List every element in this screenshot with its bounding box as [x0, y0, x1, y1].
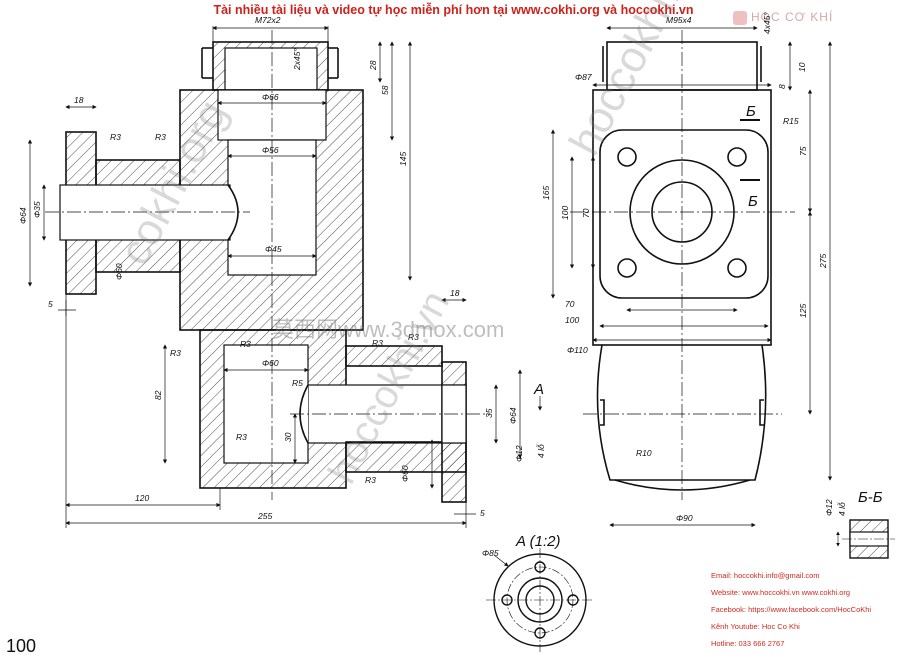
dim-70-v: 70: [581, 208, 591, 218]
view-label-a: A (1:2): [515, 533, 560, 550]
dim-chamfer-top: 2x45°: [292, 48, 302, 71]
cut-mark-top: Б: [746, 103, 756, 120]
contact-email: Email: hoccokhi.info@gmail.com: [711, 571, 820, 580]
dim-100-h: 100: [565, 315, 579, 325]
dim-10: 10: [797, 62, 807, 72]
dimension-texts: M72x2 2x45° Φ66 Φ56 Φ45 Φ60 Φ60 Φ60 Φ64 …: [18, 12, 883, 558]
dim-r15: R15: [783, 116, 799, 126]
dim-r3-e: R3: [372, 338, 383, 348]
dim-75: 75: [798, 146, 808, 156]
square-flange: [599, 129, 769, 299]
dim-35-right: 35: [484, 408, 494, 418]
dim-m95: M95x4: [666, 15, 692, 25]
dim-120: 120: [135, 493, 149, 503]
dim-section-4-holes: 4 lỗ: [837, 502, 847, 516]
dim-100-v: 100: [560, 206, 570, 220]
dim-18-left: 18: [74, 95, 84, 105]
contact-facebook: Facebook: https://www.facebook.com/HocCo…: [711, 605, 872, 614]
dim-r10: R10: [636, 448, 652, 458]
dim-165: 165: [541, 186, 551, 200]
dim-d85: Φ85: [482, 548, 499, 558]
dim-18-right: 18: [450, 288, 460, 298]
side-view: [570, 30, 795, 500]
dim-d64-left: Φ64: [18, 207, 28, 224]
dim-d64-right: Φ64: [508, 407, 518, 424]
page-number: 100: [6, 636, 37, 656]
dim-m72: M72x2: [255, 15, 281, 25]
dim-r3-g: R3: [236, 432, 247, 442]
dim-r5: R5: [292, 378, 303, 388]
dim-r3-b: R3: [155, 132, 166, 142]
section-label-bb: Б-Б: [858, 489, 883, 506]
dim-r3-h: R3: [365, 475, 376, 485]
arrow-label-a: A: [533, 381, 544, 398]
dim-4-holes: 4 lỗ: [536, 444, 546, 458]
dim-d87: Φ87: [575, 72, 592, 82]
dim-5-left: 5: [48, 299, 53, 309]
dim-58: 58: [380, 85, 390, 95]
dim-chamfer-side: 4x45°: [762, 12, 772, 34]
watermark-3dmox: 莫西网www.3dmox.com: [272, 317, 505, 342]
detail-view-a: [486, 548, 594, 652]
dim-275: 275: [818, 254, 828, 269]
dim-125: 125: [798, 304, 808, 318]
side-dimension-lines: [550, 25, 833, 528]
dim-d66: Φ66: [262, 92, 279, 102]
dim-r3-d: R3: [240, 339, 251, 349]
front-section-view: [45, 30, 490, 503]
dim-82: 82: [153, 390, 163, 400]
dim-d60-mid: Φ60: [262, 358, 279, 368]
dim-r3-c: R3: [170, 348, 181, 358]
dim-d45: Φ45: [265, 244, 282, 254]
dim-d12: Φ12: [514, 445, 524, 462]
logo-text: HỌC CƠ KHÍ: [751, 10, 834, 24]
section-bb: [836, 519, 895, 559]
dim-70-h: 70: [565, 299, 575, 309]
cut-mark-bottom: Б: [748, 193, 758, 210]
right-outlet: [345, 345, 443, 367]
dim-5-right: 5: [480, 508, 485, 518]
contact-website: Website: www.hoccokhi.vn www.cokhi.org: [711, 588, 851, 597]
dim-d90: Φ90: [676, 513, 693, 523]
lower-round-body: [596, 344, 767, 481]
contact-youtube: Kênh Youtube: Hoc Co Khi: [711, 622, 800, 631]
contact-hotline: Hotline: 033 666 2767: [711, 639, 785, 648]
dim-28: 28: [368, 60, 378, 71]
front-dimension-lines: [27, 25, 543, 528]
dim-d56: Φ56: [262, 145, 279, 155]
logo-icon: [733, 10, 747, 25]
dim-r3-f: R3: [408, 332, 419, 342]
dim-d60-left: Φ60: [114, 263, 124, 280]
dim-255: 255: [257, 511, 272, 521]
dim-d35-left: Φ35: [32, 201, 42, 218]
brand-logo: HỌC CƠ KHÍ: [733, 10, 833, 25]
dim-section-d12: Φ12: [824, 499, 834, 516]
dim-d110: Φ110: [567, 345, 588, 355]
dim-r3-a: R3: [110, 132, 121, 142]
header-title: Tài nhiều tài liệu và video tự học miễn …: [213, 3, 694, 17]
dim-d60-bottom: Φ60: [400, 465, 410, 482]
dim-8: 8: [777, 84, 787, 89]
dim-30: 30: [283, 432, 293, 442]
dim-145: 145: [398, 152, 408, 166]
